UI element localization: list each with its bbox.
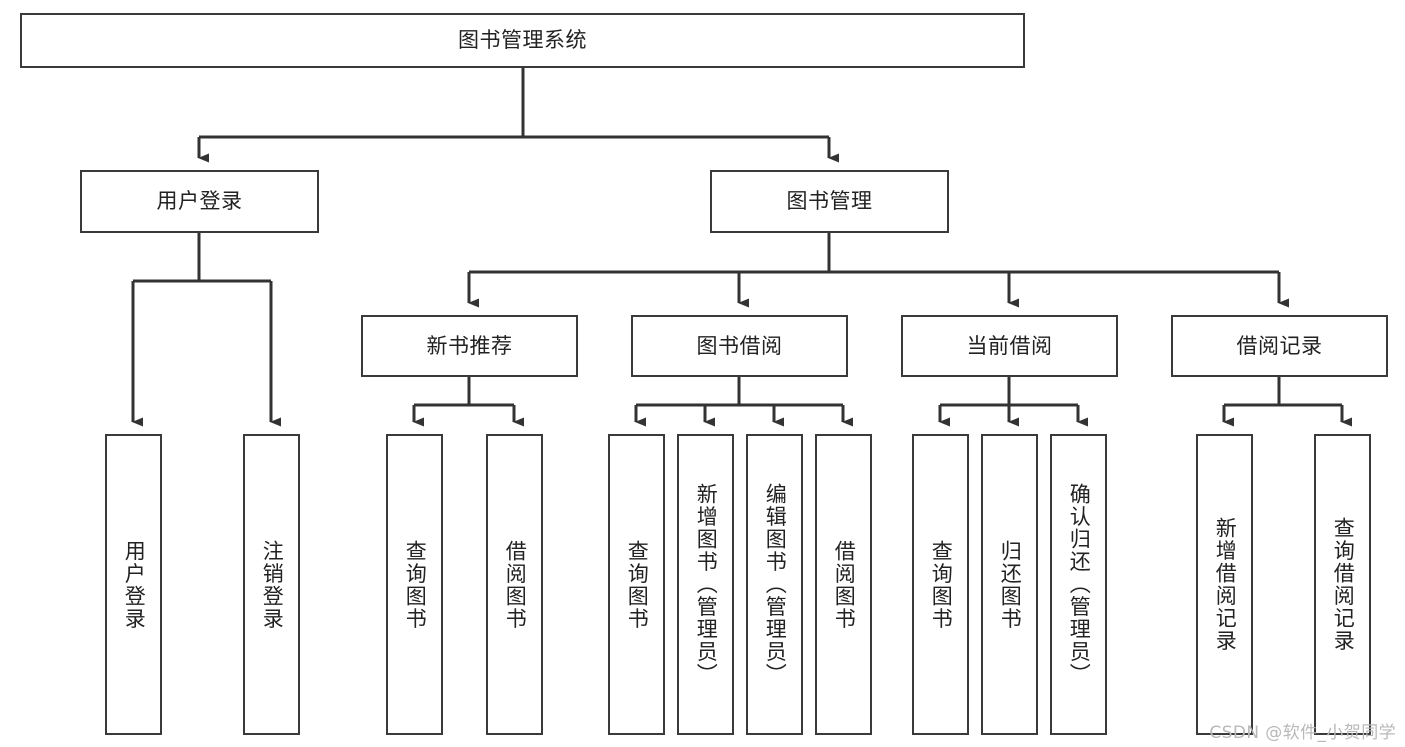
node-current-borrow-label: 当前借阅 (966, 333, 1053, 358)
node-leaf-query-record[interactable]: 查询借阅记录 (1314, 434, 1371, 735)
node-root-label: 图书管理系统 (458, 28, 587, 53)
node-borrow-record[interactable]: 借阅记录 (1171, 315, 1388, 377)
node-leaf-borrow-book-1[interactable]: 借阅图书 (486, 434, 543, 735)
node-leaf-add-record-label: 新增借阅记录 (1213, 517, 1238, 652)
csdn-watermark: CSDN @软件_小贺同学 (1209, 723, 1396, 743)
node-borrow-record-label: 借阅记录 (1236, 333, 1323, 358)
node-leaf-add-book-label: 新增图书（管理员） (694, 483, 719, 686)
node-leaf-borrow-book-2[interactable]: 借阅图书 (815, 434, 872, 735)
node-leaf-return-book[interactable]: 归还图书 (981, 434, 1038, 735)
node-leaf-query-book-3[interactable]: 查询图书 (912, 434, 969, 735)
node-leaf-confirm-return[interactable]: 确认归还（管理员） (1050, 434, 1107, 735)
node-book-manage[interactable]: 图书管理 (710, 170, 949, 233)
node-leaf-edit-book-label: 编辑图书（管理员） (763, 483, 788, 686)
node-leaf-add-record[interactable]: 新增借阅记录 (1196, 434, 1253, 735)
node-user-login-label: 用户登录 (156, 189, 243, 214)
node-leaf-borrow-book-1-label: 借阅图书 (503, 539, 528, 630)
node-new-book-rec[interactable]: 新书推荐 (361, 315, 578, 377)
node-book-manage-label: 图书管理 (786, 189, 873, 214)
node-leaf-user-login-label: 用户登录 (122, 539, 147, 630)
node-current-borrow[interactable]: 当前借阅 (901, 315, 1118, 377)
node-book-borrow[interactable]: 图书借阅 (631, 315, 848, 377)
node-root[interactable]: 图书管理系统 (20, 13, 1025, 68)
node-leaf-add-book[interactable]: 新增图书（管理员） (677, 434, 734, 735)
node-new-book-rec-label: 新书推荐 (426, 333, 513, 358)
node-leaf-query-record-label: 查询借阅记录 (1331, 517, 1356, 652)
node-leaf-user-login[interactable]: 用户登录 (105, 434, 162, 735)
node-leaf-borrow-book-2-label: 借阅图书 (832, 539, 857, 630)
node-leaf-confirm-return-label: 确认归还（管理员） (1067, 483, 1092, 686)
node-leaf-return-book-label: 归还图书 (998, 539, 1023, 630)
node-leaf-logout[interactable]: 注销登录 (243, 434, 300, 735)
node-user-login[interactable]: 用户登录 (80, 170, 319, 233)
node-leaf-query-book-3-label: 查询图书 (929, 539, 954, 630)
node-leaf-query-book-1[interactable]: 查询图书 (386, 434, 443, 735)
node-leaf-logout-label: 注销登录 (260, 539, 285, 630)
node-leaf-edit-book[interactable]: 编辑图书（管理员） (746, 434, 803, 735)
node-leaf-query-book-1-label: 查询图书 (403, 539, 428, 630)
node-book-borrow-label: 图书借阅 (696, 333, 783, 358)
node-leaf-query-book-2-label: 查询图书 (625, 539, 650, 630)
node-leaf-query-book-2[interactable]: 查询图书 (608, 434, 665, 735)
